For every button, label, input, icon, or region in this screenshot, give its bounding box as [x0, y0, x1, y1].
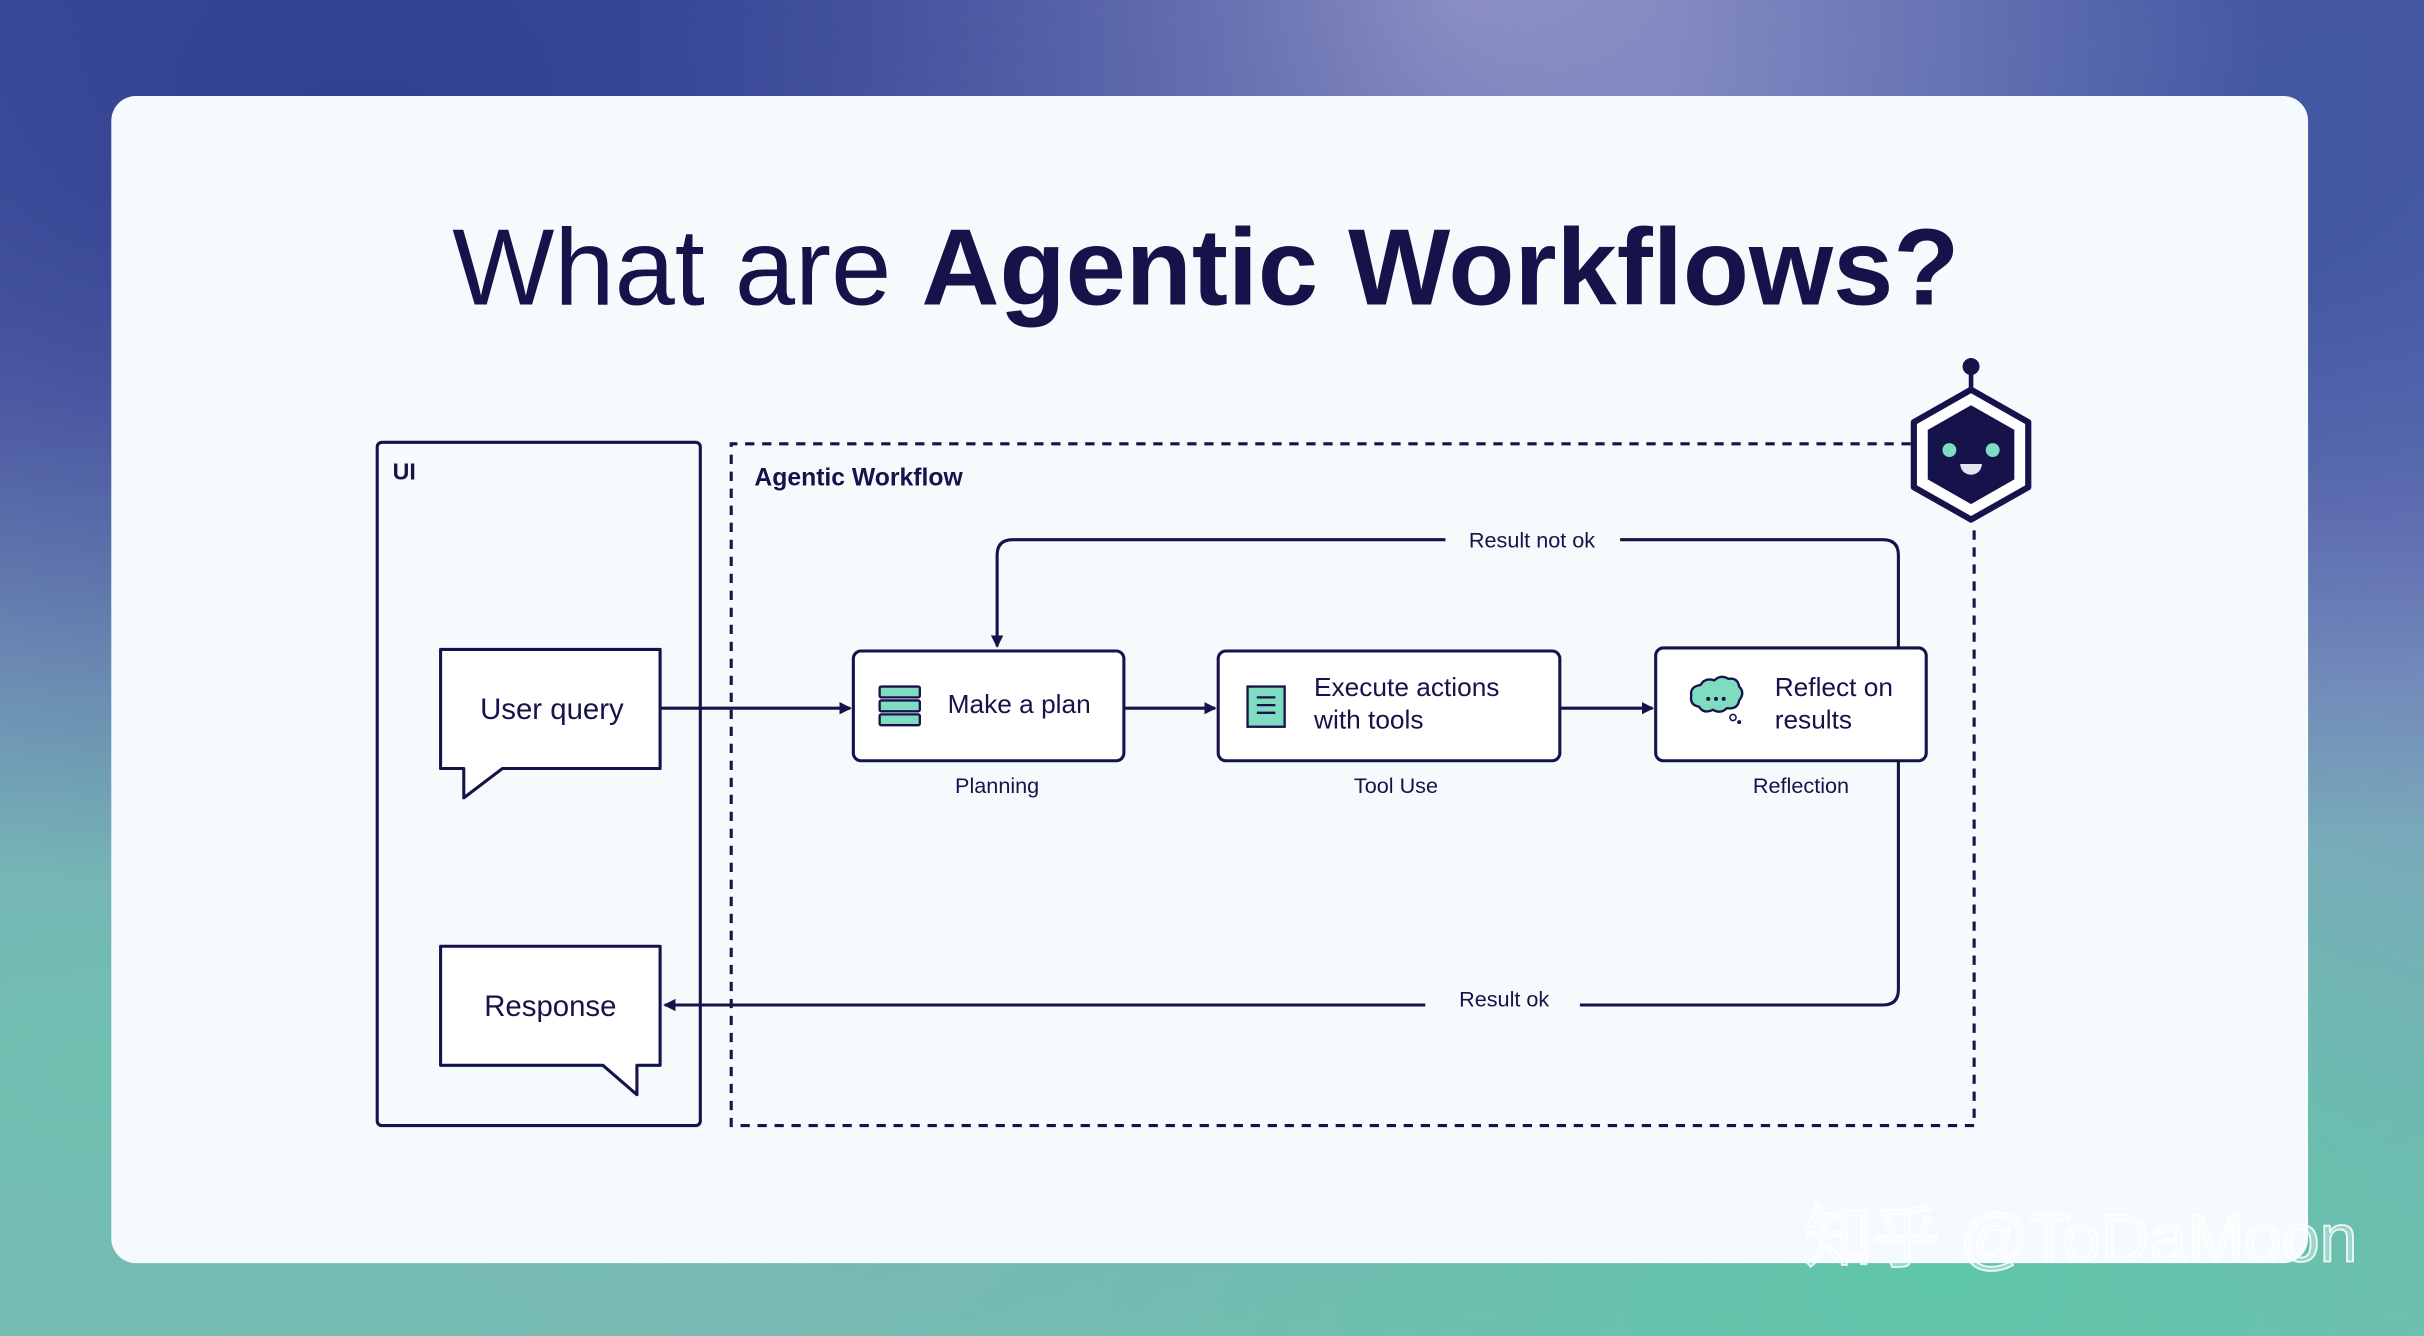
step-caption: Planning	[955, 773, 1039, 798]
step-caption: Reflection	[1753, 773, 1849, 798]
step-make-a-plan: Make a plan Planning	[851, 649, 1126, 798]
step-execute-actions: Execute actions with tools Tool Use	[1216, 649, 1562, 798]
step-text: Reflect on	[1775, 672, 1893, 702]
agentic-workflow-panel: Agentic Workflow	[729, 442, 1976, 1128]
response-bubble: Response	[439, 944, 662, 1097]
step-text: Make a plan	[948, 689, 1091, 719]
ui-panel: UI	[375, 440, 702, 1128]
stacked-list-icon	[878, 685, 921, 727]
user-query-text: User query	[480, 693, 624, 726]
watermark: 知乎 @ToDaMoon	[1805, 1201, 2358, 1277]
document-icon	[1246, 685, 1286, 728]
result-ok-label: Result ok	[1459, 987, 1549, 1012]
result-not-ok-label: Result not ok	[1469, 527, 1595, 552]
result-ok-path	[665, 760, 1900, 1005]
result-not-ok-loop	[997, 538, 1900, 648]
step-reflect-on-results: Reflect on results Reflection	[1654, 646, 1928, 798]
robot-icon	[1910, 358, 2032, 523]
step-text: with tools	[1313, 704, 1424, 734]
page-title: What are Agentic Workflows?	[452, 207, 1959, 328]
response-text: Response	[484, 990, 616, 1023]
user-query-bubble: User query	[439, 647, 662, 800]
step-text: Execute actions	[1314, 672, 1499, 702]
thought-bubble-icon	[1689, 675, 1744, 725]
step-text: results	[1775, 704, 1852, 734]
workflow-label: Agentic Workflow	[754, 465, 963, 492]
ui-panel-label: UI	[393, 458, 416, 484]
step-caption: Tool Use	[1354, 773, 1438, 798]
